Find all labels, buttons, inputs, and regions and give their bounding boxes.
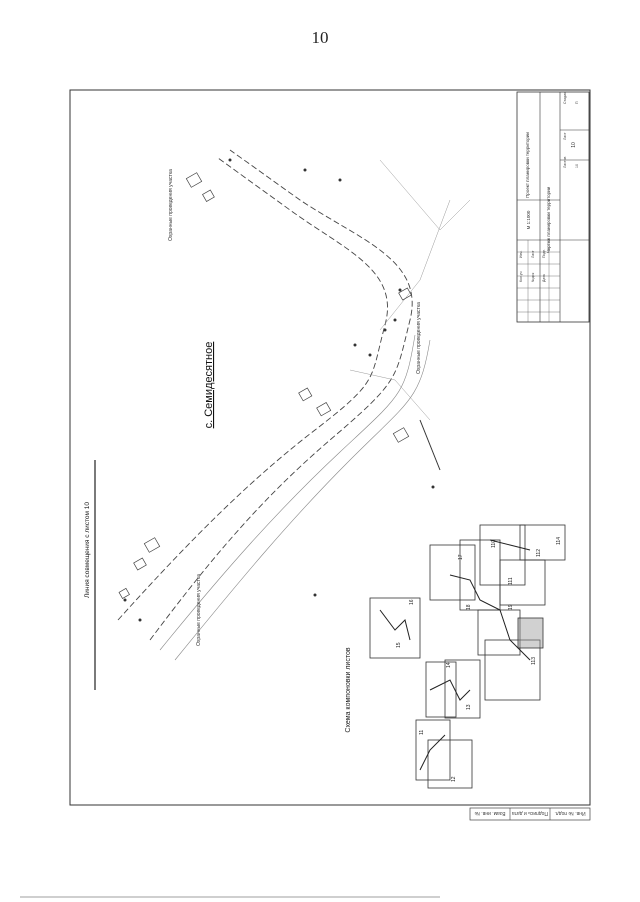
sheet-label-14: 14 <box>446 662 452 668</box>
scheme-title: Схема компоновки листов <box>345 647 352 732</box>
title-block-cell-2: Кол.уч <box>519 271 523 282</box>
sheet-label-18: 18 <box>466 604 472 610</box>
sheet-label-15: 15 <box>396 642 402 648</box>
sheet-label-16: 16 <box>409 599 415 605</box>
alignment-line-label: Линия совмещения с листом 10 <box>84 502 91 598</box>
boundary-label-right: Охранные проведения участка <box>416 302 422 374</box>
sheet-layout-lines <box>379 539 531 771</box>
bottom-rule <box>20 896 440 898</box>
title-block-cell-3: Лист <box>531 250 535 258</box>
sheet-label-111: 111 <box>508 577 514 585</box>
survey-points <box>123 158 435 622</box>
margin-stamp-2: Подпись и дата <box>512 810 548 816</box>
title-block-scale: М 1:1000 <box>526 210 531 229</box>
alignment-line: Линия совмещения с листом 10 <box>84 460 96 690</box>
page-number: 10 <box>311 28 329 47</box>
sheet-label-114: 114 <box>556 537 562 545</box>
road-corridor <box>117 149 471 661</box>
title-block-cell-8: Лист <box>563 132 567 140</box>
margin-stamp-3: Взам. инв. № <box>475 810 506 816</box>
sheet-label-110: 110 <box>491 540 497 548</box>
title-block: Проект планировки территории Чертеж план… <box>516 91 590 323</box>
sheet-layout-scheme <box>369 524 566 789</box>
drawing-frame <box>69 89 591 806</box>
sheet-label-112: 112 <box>536 549 542 557</box>
title-block-cell-1: Изм. <box>519 250 523 258</box>
title-block-sheet-name: Чертеж планировки территории <box>546 186 551 253</box>
sheet-label-12: 12 <box>451 776 457 782</box>
margin-stamp-1: Инв. № подл. <box>554 810 585 816</box>
village-title: с. Семидесятное <box>203 342 215 429</box>
title-block-cell-4: №док <box>531 272 535 282</box>
building-outlines <box>118 172 412 599</box>
title-block-cell-6: Дата <box>542 274 546 282</box>
title-block-cell-10: П <box>575 101 579 104</box>
boundary-label-left: Охранные проведения участка <box>196 574 202 646</box>
sheet-label-17: 17 <box>458 554 464 560</box>
boundary-label-top: Охранные проведения участка <box>168 169 174 241</box>
sheet-label-19: 19 <box>508 604 514 610</box>
title-block-cell-9: Листов <box>563 156 567 168</box>
margin-stamp: Инв. № подл. Подпись и дата Взам. инв. № <box>469 807 591 821</box>
title-block-cell-11: 10 <box>575 164 579 168</box>
title-block-sheet-no: 10 <box>571 142 577 148</box>
title-block-project: Проект планировки территории <box>525 132 530 198</box>
sheet-label-113: 113 <box>531 657 537 665</box>
sheet-label-11: 11 <box>419 730 425 735</box>
sheet-label-13: 13 <box>466 704 472 710</box>
title-block-cell-5: Подп. <box>542 249 546 258</box>
sheet-labels: 11 12 13 14 15 16 17 18 19 110 111 112 1… <box>396 537 562 782</box>
title-block-cell-7: Стадия <box>563 92 567 104</box>
